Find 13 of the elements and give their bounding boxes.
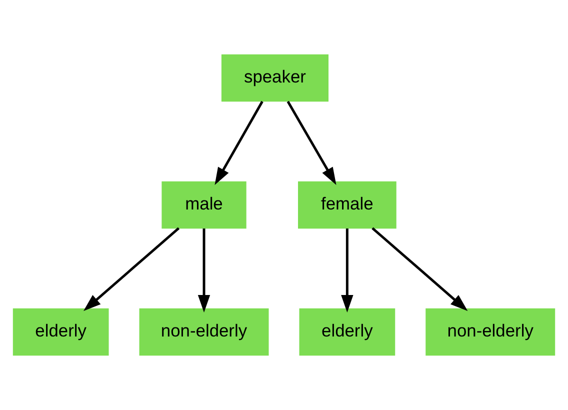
node-box: elderly <box>299 308 396 356</box>
arrow <box>198 228 210 312</box>
node-box: male <box>162 181 246 229</box>
node-box: female <box>298 181 396 229</box>
arrow <box>372 227 468 312</box>
arrow <box>214 100 264 185</box>
node-box: non-elderly <box>426 308 556 356</box>
node-box: elderly <box>12 308 109 356</box>
node-box: speaker <box>221 54 328 102</box>
arrow <box>286 100 336 185</box>
arrow <box>341 228 354 312</box>
arrow <box>84 227 180 312</box>
node-box: non-elderly <box>139 308 269 356</box>
